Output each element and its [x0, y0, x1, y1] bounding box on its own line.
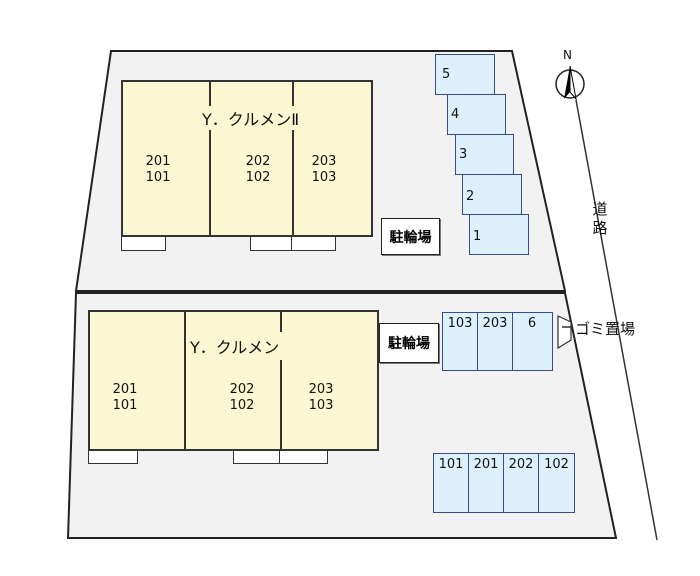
parking-space: 4 [447, 94, 506, 135]
parking-space: 3 [455, 134, 514, 175]
balcony [233, 450, 280, 464]
balcony [88, 450, 138, 464]
balcony [291, 236, 336, 251]
parking-space: 6 [527, 316, 537, 331]
balcony [121, 236, 166, 251]
bicycle-parking-upper: 駐輪場 [381, 218, 440, 255]
garbage-area [557, 315, 572, 350]
road-label: 道路 [592, 200, 608, 237]
balcony [250, 236, 292, 251]
bicycle-parking-lower: 駐輪場 [379, 323, 439, 363]
parking-space: 102 [544, 457, 569, 472]
building-name: Y．クルメン [186, 332, 284, 360]
parking-space: 1 [469, 214, 529, 255]
compass-icon [555, 65, 585, 101]
parking-space: 5 [435, 54, 495, 95]
balcony [279, 450, 328, 464]
parking-space: 201 [469, 454, 504, 512]
garbage-label: ゴミ置場 [575, 320, 636, 338]
compass-label: N [563, 48, 572, 62]
parking-space: 2 [462, 174, 522, 215]
parking-space: 203 [478, 313, 513, 370]
road-line [575, 99, 658, 541]
parking-row-top: 103 203 6 [442, 312, 553, 371]
building-name: Y．クルメンⅡ [199, 106, 303, 130]
parking-space: 103 [443, 313, 478, 370]
parking-row-bottom: 101 201 202 102 [433, 453, 575, 513]
parking-space: 202 [504, 454, 539, 512]
parking-space: 101 [434, 454, 469, 512]
